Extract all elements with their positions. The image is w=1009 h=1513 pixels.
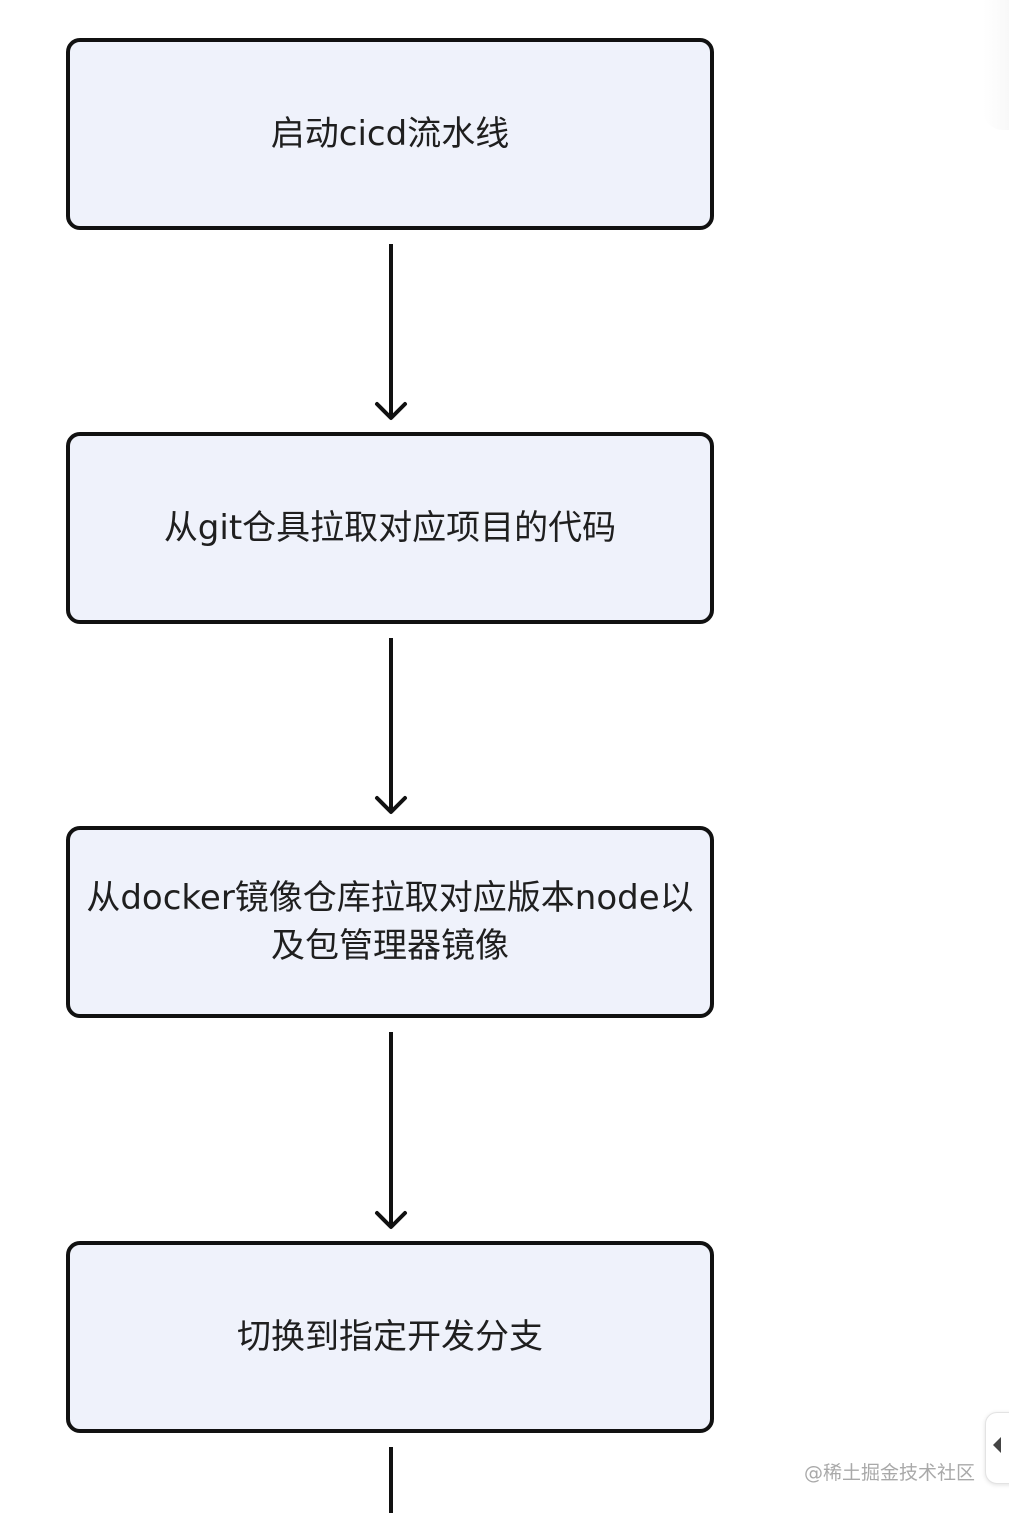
flow-node-start-pipeline: 启动cicd流水线 (66, 38, 714, 230)
flow-edge-1-2 (375, 244, 407, 420)
flow-node-git-pull: 从git仓具拉取对应项目的代码 (66, 432, 714, 624)
edge-shadow (983, 0, 1009, 130)
flow-edge-3-4 (375, 1032, 407, 1229)
side-panel-handle[interactable] (985, 1412, 1009, 1484)
flow-node-switch-branch: 切换到指定开发分支 (66, 1241, 714, 1433)
flow-node-label: 从docker镜像仓库拉取对应版本node以及包管理器镜像 (86, 878, 694, 966)
flow-node-label: 从git仓具拉取对应项目的代码 (163, 508, 617, 548)
watermark-text: @稀土掘金技术社区 (803, 1462, 975, 1484)
flow-node-docker-pull: 从docker镜像仓库拉取对应版本node以及包管理器镜像 (66, 826, 714, 1018)
flow-node-label: 切换到指定开发分支 (237, 1317, 543, 1357)
flow-edge-2-3 (375, 638, 407, 814)
flow-node-label: 启动cicd流水线 (270, 114, 510, 154)
chevron-left-icon (993, 1437, 1001, 1453)
